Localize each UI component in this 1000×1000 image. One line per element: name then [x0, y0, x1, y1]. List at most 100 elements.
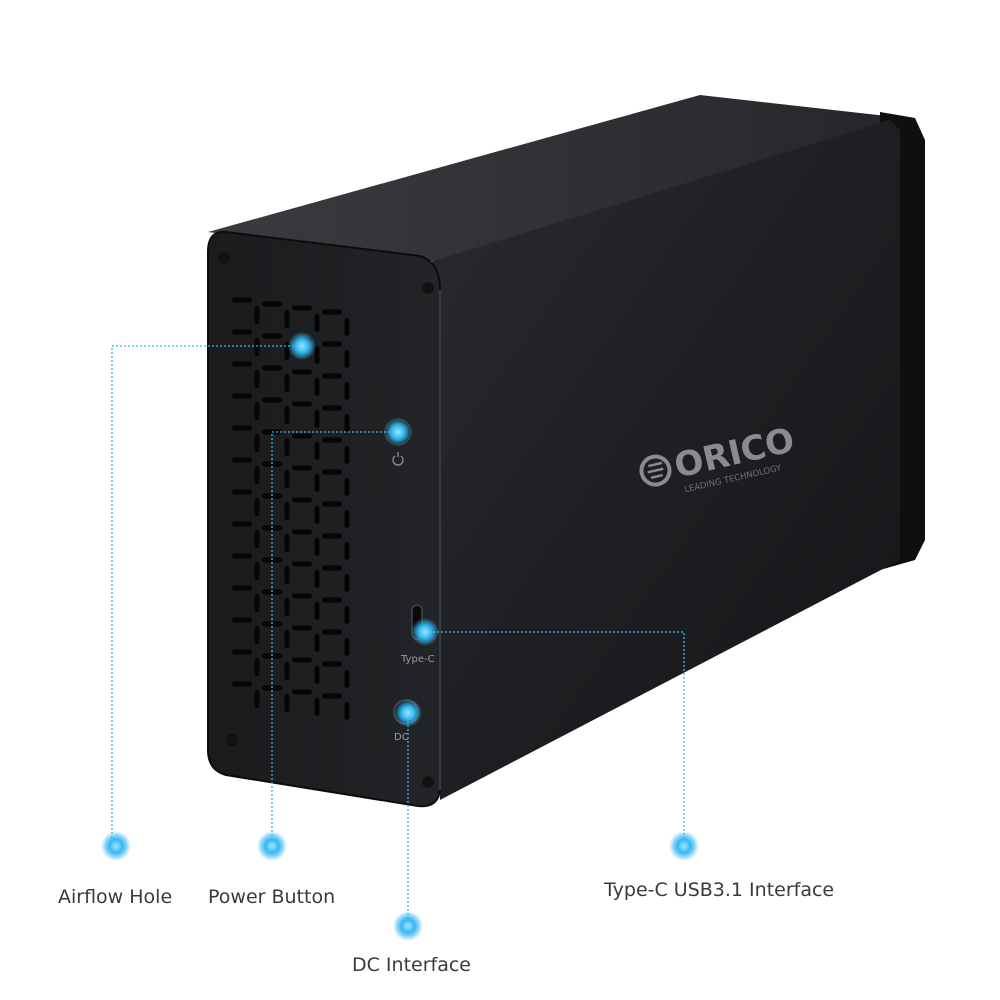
vent-slot [344, 702, 350, 720]
vent-slot [284, 598, 290, 616]
vent-slot [284, 566, 290, 584]
vent-slot [292, 593, 312, 599]
vent-slot [344, 478, 350, 496]
vent-slot [344, 638, 350, 656]
vent-slot [314, 602, 320, 620]
vent-slot [314, 410, 320, 428]
type-c-port-label: Type-C [400, 654, 435, 665]
vent-slot [232, 457, 252, 463]
vent-slot [314, 538, 320, 556]
dc-marker-dot [394, 699, 422, 727]
vent-slot [232, 521, 252, 527]
vent-slot [314, 570, 320, 588]
vent-slot [322, 661, 342, 667]
vent-slot [292, 689, 312, 695]
vent-slot [254, 562, 260, 580]
vent-slot [262, 397, 282, 403]
vent-slot [292, 561, 312, 567]
vent-slot [254, 466, 260, 484]
dc-port-label: DC [394, 732, 409, 743]
vent-slot [254, 626, 260, 644]
vent-slot [344, 542, 350, 560]
vent-slot [232, 393, 252, 399]
vent-slot [322, 309, 342, 315]
typec-callout-line [425, 631, 685, 844]
vent-slot [344, 350, 350, 368]
vent-slot [232, 489, 252, 495]
screw-bottom-left [226, 734, 238, 746]
vent-slot [232, 329, 252, 335]
vent-slot [292, 465, 312, 471]
power-callout-dot-icon [257, 831, 287, 861]
vent-slot [284, 310, 290, 328]
vent-slot [314, 506, 320, 524]
power-marker-dot [384, 418, 412, 446]
vent-slot [344, 510, 350, 528]
vent-slot [322, 629, 342, 635]
vent-slot [322, 405, 342, 411]
vent-slot [292, 657, 312, 663]
vent-slot [314, 346, 320, 364]
brand-logo-icon [639, 454, 672, 487]
vent-slot [232, 585, 252, 591]
dc-callout-dot-icon [393, 911, 423, 941]
vent-slot [314, 378, 320, 396]
vent-slot [314, 666, 320, 684]
vent-slot [254, 402, 260, 420]
vent-slot [254, 594, 260, 612]
callout-lines [111, 345, 685, 924]
vent-slot [344, 382, 350, 400]
vent-slot [322, 565, 342, 571]
vent-slot [232, 681, 252, 687]
front-panel [207, 230, 441, 808]
power-button-label: Power Button [208, 886, 336, 908]
vent-slot [292, 401, 312, 407]
airflow-hole-label: Airflow Hole [58, 886, 173, 908]
screw-bottom-right [422, 776, 434, 788]
vent-slot [322, 597, 342, 603]
vent-slot [232, 553, 252, 559]
vent-slot [344, 606, 350, 624]
enclosure-top [208, 95, 905, 262]
vent-slot [284, 630, 290, 648]
vent-slot [284, 662, 290, 680]
vent-slot [284, 438, 290, 456]
vent-slot [262, 365, 282, 371]
dc-interface-label: DC Interface [352, 954, 472, 976]
screw-top-left [218, 252, 230, 264]
power-callout-line [271, 431, 398, 844]
vent-slot [284, 502, 290, 520]
vent-slot [322, 501, 342, 507]
vent-slot [322, 533, 342, 539]
vent-slot [254, 434, 260, 452]
vent-slot [314, 314, 320, 332]
vent-slot [322, 693, 342, 699]
vent-slot [262, 333, 282, 339]
vent-slot [292, 433, 312, 439]
vent-slot [292, 529, 312, 535]
vent-slot [254, 306, 260, 324]
typec-callout-dot-icon [669, 831, 699, 861]
vent-slot [314, 698, 320, 716]
vent-slot [254, 370, 260, 388]
vent-slot [254, 338, 260, 356]
vent-slot [254, 690, 260, 708]
vent-slot [314, 634, 320, 652]
type-c-interface-label: Type-C USB3.1 Interface [604, 879, 835, 901]
vent-slot [254, 498, 260, 516]
vent-slot [292, 497, 312, 503]
vent-slot [284, 374, 290, 392]
vent-slot [284, 694, 290, 712]
airflow-callout-line [111, 345, 302, 844]
vent-slot [262, 301, 282, 307]
vent-slot [344, 414, 350, 432]
vent-slot [232, 649, 252, 655]
typec-marker-dot [411, 618, 439, 646]
vent-slot [292, 305, 312, 311]
vent-slot [232, 297, 252, 303]
vent-slot [314, 442, 320, 460]
vent-slot [232, 361, 252, 367]
vent-slot [344, 318, 350, 336]
vent-slot [344, 574, 350, 592]
vent-slot [292, 369, 312, 375]
